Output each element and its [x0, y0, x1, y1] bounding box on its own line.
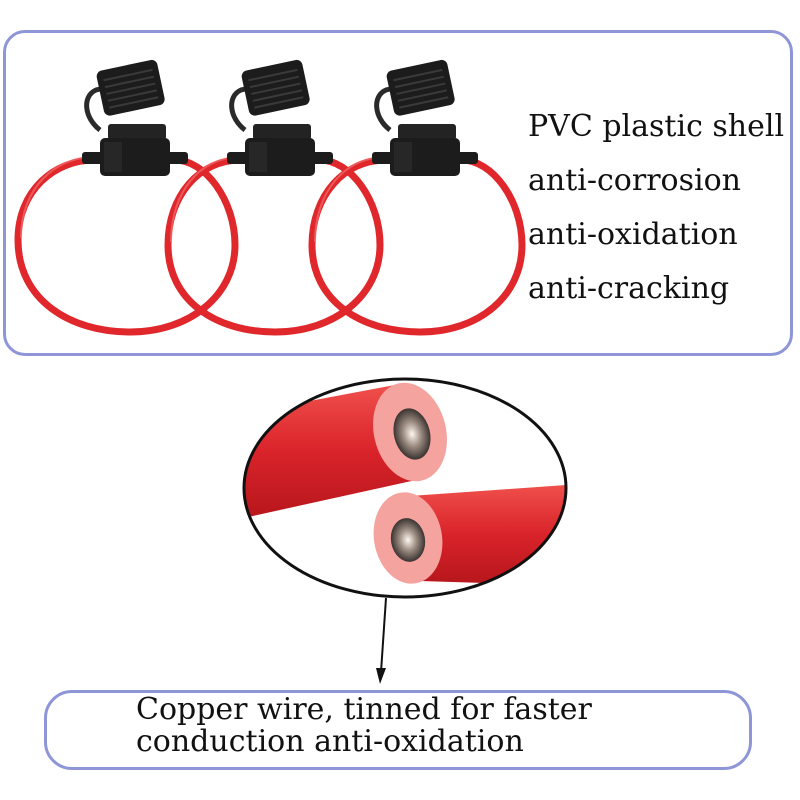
description-panel: [44, 690, 752, 770]
wire-cross-section-icon: [242, 377, 568, 599]
fuse-holder-icon: [82, 59, 188, 176]
wire-loop-3: [308, 156, 526, 336]
fuse-holder-icon: [372, 59, 478, 176]
feature-list: PVC plastic shell anti-corrosion anti-ox…: [528, 112, 784, 328]
feature-item: PVC plastic shell: [528, 109, 785, 144]
feature-item: anti-cracking: [528, 271, 730, 306]
description-line: Copper wire, tinned for faster: [136, 692, 592, 727]
wire-loop-2: [164, 156, 384, 336]
wire-loop-1: [14, 156, 239, 336]
description-line: conduction anti-oxidation: [136, 724, 524, 759]
fuse-holder-icon: [227, 59, 333, 176]
description-text: Copper wire, tinned for faster conductio…: [136, 694, 592, 758]
feature-item: anti-corrosion: [528, 163, 741, 198]
feature-item: anti-oxidation: [528, 217, 738, 252]
wire-loops: [14, 156, 526, 336]
fuse-holders-illustration: [14, 59, 526, 336]
